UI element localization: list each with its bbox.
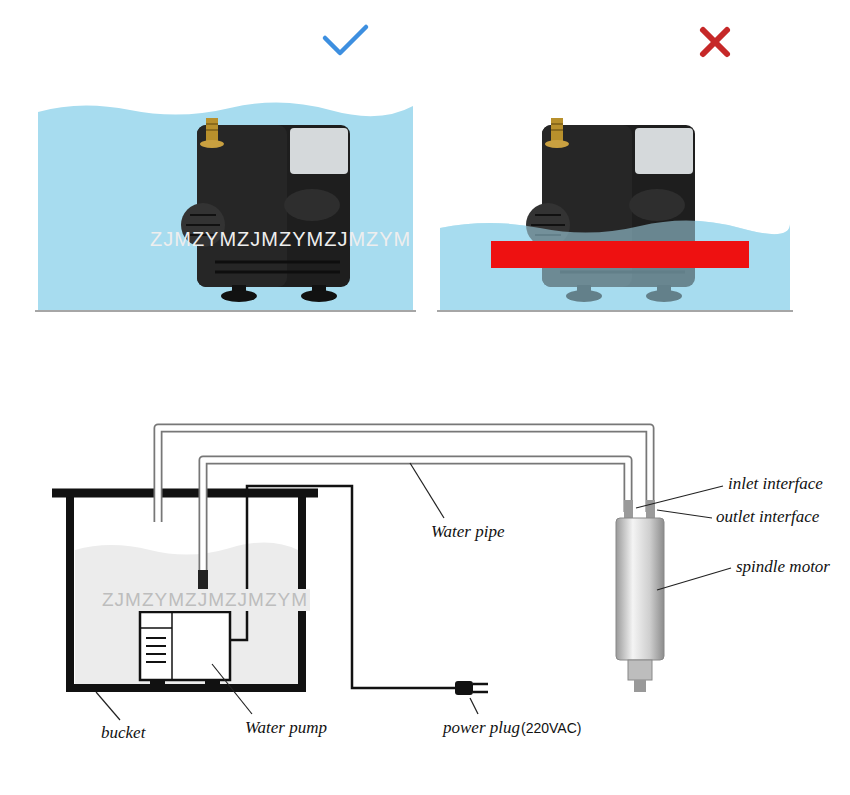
part-label: inlet interface <box>728 474 823 494</box>
part-label: bucket <box>101 723 145 743</box>
part-label: outlet interface <box>716 507 819 527</box>
watermark: ZJMZYMZJMZYMZJMZYM <box>150 228 411 251</box>
part-label: Water pipe <box>431 522 505 542</box>
part-label: Water pump <box>245 718 327 738</box>
voltage-label: (220VAC) <box>521 720 581 736</box>
watermark: ZJMZYMZJMZJMZYM <box>100 589 310 611</box>
part-label: power plug <box>443 718 520 738</box>
part-label: spindle motor <box>736 557 830 577</box>
